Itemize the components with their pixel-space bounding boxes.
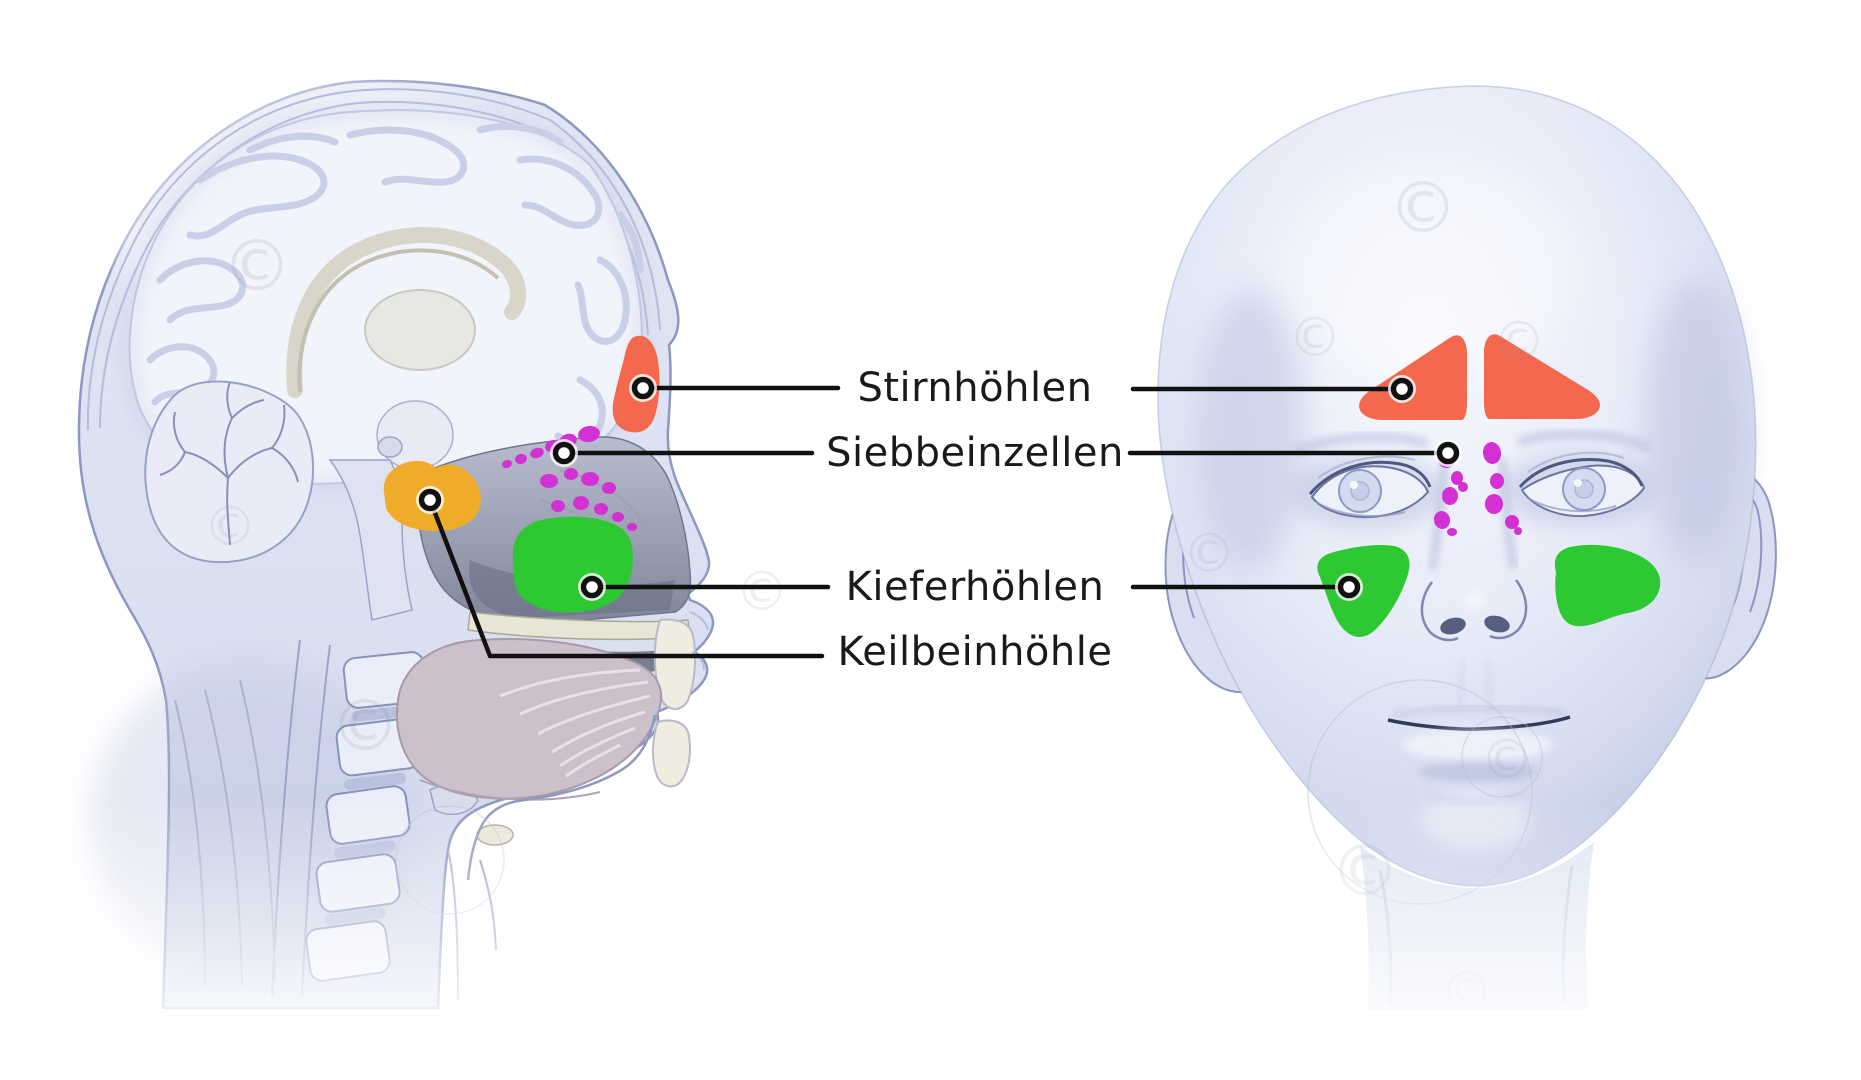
nasal-oral-cavity bbox=[377, 436, 709, 881]
midbrain bbox=[376, 400, 454, 470]
copyright-glyph: © bbox=[1182, 522, 1236, 585]
leader-lines bbox=[416, 374, 1462, 659]
right-nostril bbox=[1484, 615, 1510, 633]
copyright-glyph: © bbox=[1388, 167, 1458, 249]
leader-dot-keilbeinhoehle-sagittal bbox=[418, 488, 442, 512]
tongue-striations bbox=[499, 668, 651, 778]
label-siebbeinzellen: Siebbeinzellen bbox=[826, 430, 1124, 476]
copyright-glyph: © bbox=[330, 685, 400, 767]
copyright-glyph: © bbox=[203, 495, 257, 558]
left-nostril bbox=[1440, 617, 1466, 635]
lower-incisor bbox=[652, 719, 691, 788]
copyright-glyph: © bbox=[222, 225, 292, 307]
label-kieferhoehlen: Kieferhöhlen bbox=[846, 564, 1105, 610]
label-keilbeinhoehle: Keilbeinhöhle bbox=[838, 629, 1113, 675]
upper-incisor bbox=[653, 618, 697, 710]
left-eye bbox=[1290, 454, 1446, 530]
lower-lip-highlight bbox=[1403, 729, 1553, 761]
watermark-ring bbox=[1461, 716, 1543, 798]
maxillary-sinus-highlight-sagittal bbox=[512, 516, 634, 613]
leader-dot-siebbeinzellen-frontal bbox=[1436, 441, 1460, 465]
copyright-glyph: © bbox=[1288, 306, 1342, 369]
right-eye bbox=[1500, 451, 1656, 527]
copyright-glyph: © bbox=[735, 560, 789, 623]
thalamus bbox=[364, 289, 476, 371]
cerebellum bbox=[144, 380, 314, 564]
copyright-glyph: © bbox=[1480, 728, 1534, 791]
leader-dot-stirnhoehlen-sagittal bbox=[631, 376, 655, 400]
bottom-fade-overlay bbox=[0, 800, 1861, 1080]
leader-dots bbox=[416, 374, 1462, 601]
sinus-labels: Stirnhöhlen Siebbeinzellen Kieferhöhlen … bbox=[826, 365, 1124, 675]
corpus-callosum bbox=[286, 227, 527, 398]
leader-dot-kieferhoehlen-frontal bbox=[1337, 575, 1361, 599]
arbor-vitae-branches bbox=[159, 381, 299, 546]
copyright-glyph: © bbox=[1492, 310, 1546, 373]
frontal-sinus-highlight-frontal bbox=[1359, 334, 1600, 420]
leader-dot-kieferhoehlen-sagittal bbox=[580, 575, 604, 599]
maxillary-sinus-highlight-frontal bbox=[1317, 544, 1661, 637]
label-stirnhoehlen: Stirnhöhlen bbox=[857, 365, 1092, 411]
leader-dot-siebbeinzellen-sagittal bbox=[552, 441, 576, 465]
pituitary-gland bbox=[377, 436, 403, 458]
leader-dot-stirnhoehlen-frontal bbox=[1390, 377, 1414, 401]
leader-line-keilbeinhoehle-sagittal bbox=[427, 497, 825, 659]
